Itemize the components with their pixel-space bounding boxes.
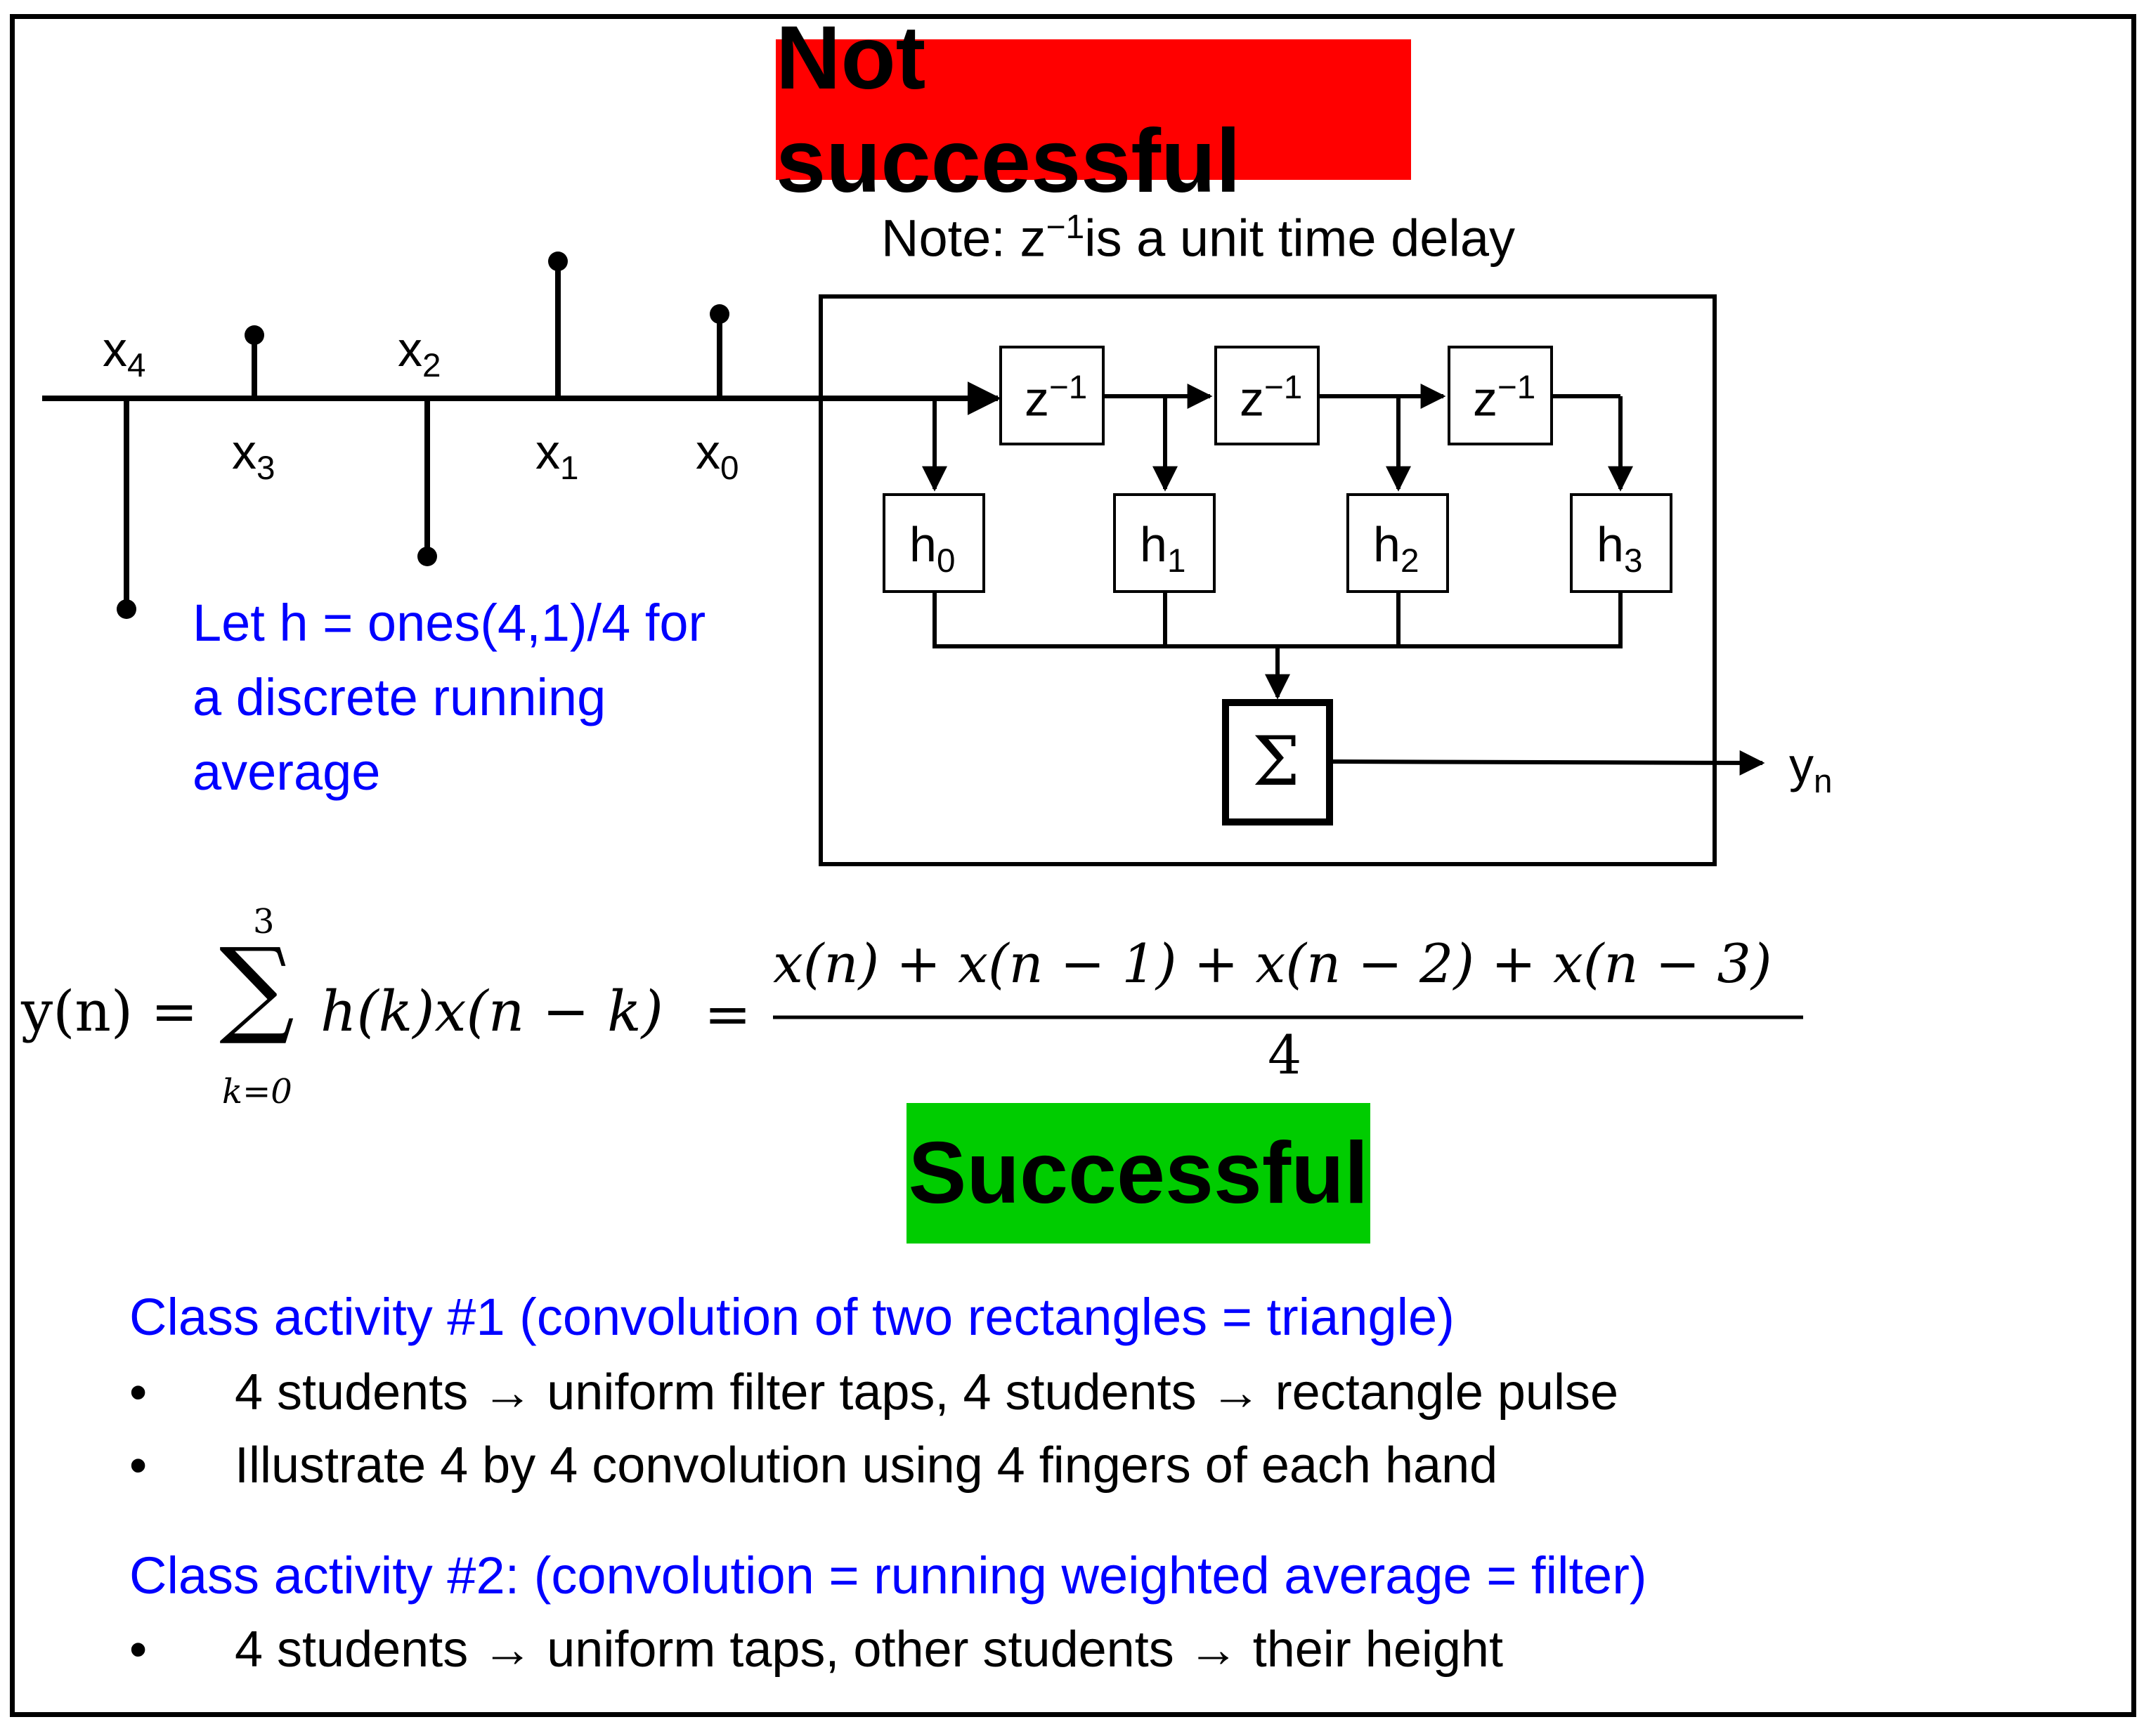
signal-stems — [117, 252, 729, 619]
delay-box-2 — [1214, 346, 1320, 445]
delay-label-1: z−1 — [1025, 369, 1088, 426]
equation-equals: = — [704, 981, 752, 1047]
bullet-text: 4 students → uniform taps, other student… — [235, 1621, 1503, 1678]
bullet-text: 4 students → uniform filter taps, 4 stud… — [235, 1364, 1618, 1421]
slide-frame — [10, 14, 2136, 1717]
bullet-dot: • — [129, 1621, 148, 1678]
sample-label-x2: x2 — [398, 322, 441, 384]
note-suffix: is a unit time delay — [1084, 209, 1516, 268]
stem-dot-x4 — [117, 599, 136, 619]
delay-label-3: z−1 — [1473, 369, 1536, 426]
sample-label-x0: x0 — [696, 424, 739, 487]
delay-box-3 — [1448, 346, 1553, 445]
note-exponent: −1 — [1046, 209, 1085, 246]
tap-label-0: h0 — [909, 517, 956, 580]
activity-1-bullet-1: • 4 students → uniform filter taps, 4 st… — [129, 1367, 1618, 1418]
sample-label-x1: x1 — [535, 424, 579, 487]
output-line — [1329, 750, 1765, 776]
sum-symbol: Σ — [1252, 722, 1300, 801]
bullet-dot: • — [129, 1364, 148, 1421]
sample-label-x4: x4 — [103, 322, 146, 384]
stem-dot-x0 — [710, 304, 729, 324]
tap-label-3: h3 — [1597, 517, 1643, 580]
tap-label-2: h2 — [1373, 517, 1419, 580]
equation-sum-lower: k=0 — [222, 1072, 292, 1111]
successful-banner: Successful — [906, 1103, 1370, 1244]
tap-box-2 — [1346, 493, 1449, 593]
equation-sigma: ∑ — [219, 926, 295, 1048]
note-prefix: Note: z — [881, 209, 1046, 268]
equation-sum-upper: 3 — [253, 902, 275, 941]
filter-box — [819, 294, 1717, 866]
let-h-line-1: Let h = ones(4,1)/4 for — [193, 594, 706, 652]
stem-dot-x3 — [245, 325, 264, 345]
output-label: yn — [1789, 738, 1833, 800]
delay-label-2: z−1 — [1240, 369, 1303, 426]
tap-box-1 — [1113, 493, 1216, 593]
sample-label-x3: x3 — [232, 424, 275, 487]
activity-1-bullet-2: • Illustrate 4 by 4 convolution using 4 … — [129, 1440, 1497, 1491]
stem-dot-x2 — [417, 547, 437, 566]
tap-box-3 — [1570, 493, 1672, 593]
activity-1-title: Class activity #1 (convolution of two re… — [129, 1288, 1455, 1346]
delay-box-1 — [999, 346, 1105, 445]
note-text: Note: z−1is a unit time delay — [881, 211, 1515, 265]
bullet-dot: • — [129, 1437, 148, 1494]
equation-numerator: x(n) + x(n − 1) + x(n − 2) + x(n − 3) — [773, 932, 1772, 995]
activity-2-bullet-1: • 4 students → uniform taps, other stude… — [129, 1624, 1503, 1675]
bullet-text: Illustrate 4 by 4 convolution using 4 fi… — [235, 1437, 1498, 1494]
let-h-line-3: average — [193, 743, 381, 801]
activity-2-title: Class activity #2: (convolution = runnin… — [129, 1546, 1647, 1605]
let-h-line-2: a discrete running — [193, 668, 606, 726]
equation-term: h(k)x(n − k) — [320, 979, 663, 1044]
tap-box-0 — [883, 493, 985, 593]
equation-lhs: y(n) = — [21, 979, 198, 1044]
equation-denominator: 4 — [1268, 1024, 1302, 1086]
tap-label-1: h1 — [1140, 517, 1186, 580]
stem-dot-x1 — [548, 252, 568, 271]
